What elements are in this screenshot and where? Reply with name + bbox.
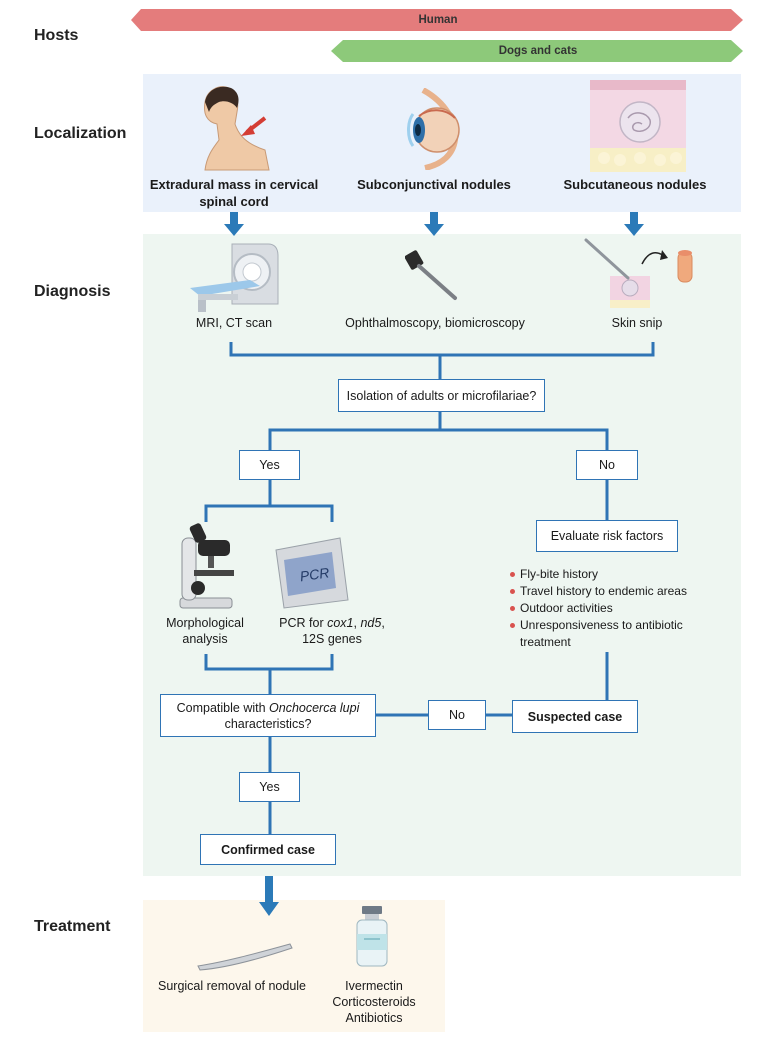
arrow-shaft-subconjunctival: [430, 212, 438, 226]
isolation-question-box: Isolation of adults or microfilariae?: [338, 379, 545, 412]
yes-box-compatible: Yes: [239, 772, 300, 802]
arrow-shaft-subcutaneous: [630, 212, 638, 226]
localization-label-cervical: Extradural mass in cervical spinal cord: [148, 176, 320, 210]
microscope-icon: [179, 523, 234, 609]
pcr-line2: 12S genes: [302, 632, 362, 646]
arrow-head-treatment: [259, 902, 279, 916]
compatible-species: Onchocerca lupi: [269, 700, 360, 715]
yes-box-isolation: Yes: [239, 450, 300, 480]
eye-icon: [407, 88, 460, 170]
arrow-shaft-treatment: [265, 876, 273, 906]
pcr-genes-label: PCR for cox1, nd5, 12S genes: [262, 615, 402, 647]
medicine-vial-icon: [356, 906, 388, 967]
section-title-diagnosis: Diagnosis: [34, 283, 111, 300]
dogs-cats-host-bar: Dogs and cats: [331, 40, 745, 62]
compatible-line2: characteristics?: [224, 716, 312, 731]
no-box-compatible: No: [428, 700, 486, 730]
pcr-line1: PCR for cox1, nd5,: [262, 615, 402, 631]
pcr-gene-cox1: cox1: [327, 616, 354, 630]
scalpel-icon: [197, 943, 293, 971]
confirmed-case-box: Confirmed case: [200, 834, 336, 865]
risk-factor-list: Fly-bite history Travel history to endem…: [510, 566, 725, 651]
human-bar-shape: [131, 9, 743, 31]
diagnosis-panel: [143, 234, 741, 876]
dogs-cats-host-label: Dogs and cats: [498, 45, 578, 57]
human-host-label: Human: [418, 14, 458, 26]
dogs-cats-bar-shape: [331, 40, 743, 62]
pcr-suffix: ,: [381, 616, 385, 630]
section-title-treatment: Treatment: [34, 918, 111, 935]
drug-item: Corticosteroids: [332, 995, 416, 1009]
morphological-analysis-label: Morphological analysis: [148, 615, 262, 647]
drug-item: Antibiotics: [345, 1011, 403, 1025]
pcr-gene-nd5: nd5: [360, 616, 382, 630]
morph-line1: Morphological: [166, 616, 244, 630]
diagnosis-method-mri: MRI, CT scan: [195, 316, 273, 330]
ophthalmoscope-icon: [405, 250, 457, 300]
risk-factor-item: Unresponsiveness to antibiotic treatment: [510, 617, 725, 651]
localization-label-cervical-line2: spinal cord: [199, 194, 269, 209]
localization-label-cervical-line1: Extradural mass in cervical: [149, 177, 319, 192]
compatible-line1: Compatible with Onchocerca lupi: [177, 700, 360, 716]
evaluate-risk-box: Evaluate risk factors: [536, 520, 678, 552]
drug-list: Ivermectin Corticosteroids Antibiotics: [318, 978, 430, 1026]
arrow-head-cervical: [224, 224, 244, 236]
compatible-prefix: Compatible with: [176, 700, 270, 715]
risk-factor-item: Fly-bite history: [510, 566, 725, 583]
localization-label-subconjunctival: Subconjunctival nodules: [357, 177, 511, 192]
arrow-head-subcutaneous: [624, 224, 644, 236]
surgical-removal-label: Surgical removal of nodule: [158, 979, 306, 993]
section-title-hosts: Hosts: [34, 27, 79, 44]
suspected-case-box: Suspected case: [512, 700, 638, 733]
pcr-sep: ,: [353, 616, 361, 630]
skin-layers-icon: [590, 80, 686, 172]
line-methods-merge: [229, 342, 655, 357]
risk-factor-item: Outdoor activities: [510, 600, 725, 617]
localization-label-subcutaneous: Subcutaneous nodules: [563, 177, 707, 192]
human-neck-icon: [204, 86, 270, 171]
line-methods-join: [204, 654, 334, 671]
pcr-screen-text: PCR: [299, 564, 331, 584]
no-box-isolation: No: [576, 450, 638, 480]
arrow-head-subconjunctival: [424, 224, 444, 236]
risk-factor-item: Travel history to endemic areas: [510, 583, 725, 600]
line-split-yes-no: [268, 428, 609, 450]
pcr-prefix: PCR for: [279, 616, 328, 630]
morph-line2: analysis: [182, 632, 228, 646]
diagnosis-method-skin-snip: Skin snip: [611, 316, 663, 330]
drug-item: Ivermectin: [345, 979, 403, 993]
section-title-localization: Localization: [34, 125, 127, 142]
human-host-bar: Human: [131, 9, 745, 31]
line-to-methods: [204, 504, 334, 522]
diagnosis-method-ophthalmoscopy: Ophthalmoscopy, biomicroscopy: [345, 316, 525, 330]
scalpel-skin-icon: [584, 238, 693, 308]
mri-scanner-icon: [190, 243, 279, 312]
arrow-shaft-cervical: [230, 212, 238, 226]
host-bars-graphic: [131, 9, 743, 62]
pcr-device-icon: PCR: [275, 537, 349, 609]
treatment-panel: [143, 900, 445, 1032]
compatible-question-box: Compatible with Onchocerca lupi characte…: [160, 694, 376, 737]
